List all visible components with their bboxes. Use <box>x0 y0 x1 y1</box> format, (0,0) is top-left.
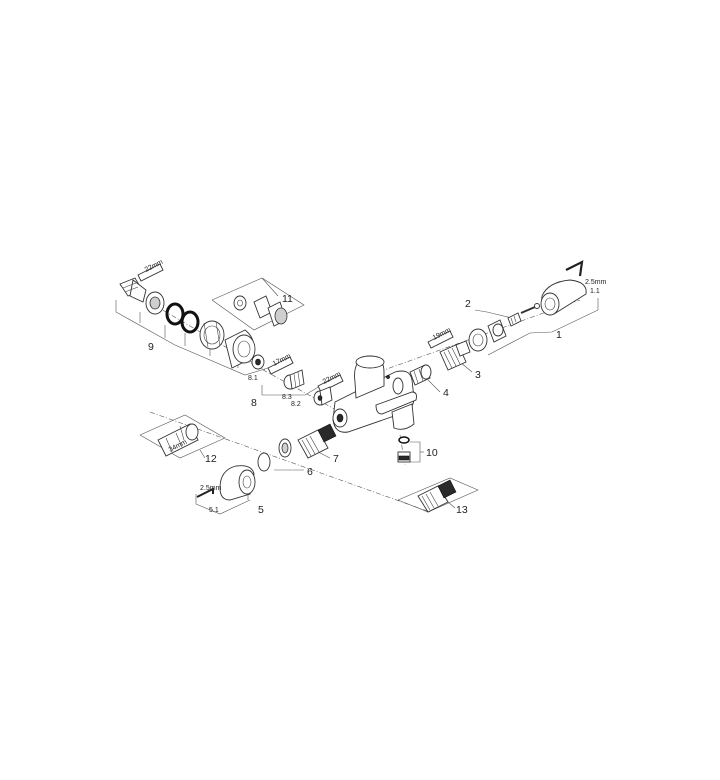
handle-part-1 <box>540 279 587 316</box>
callout-13: 13 <box>456 504 468 516</box>
callout-11: 11 <box>282 293 293 305</box>
sleeve-part-12 <box>157 423 199 457</box>
part-group-8: 8.1 17mm 8.3 8.2 22mm 8 <box>248 353 344 409</box>
part-group-9: 22mm 9 <box>115 259 269 376</box>
callout-8: 8 <box>251 397 257 409</box>
o-ring-part-9b <box>180 310 200 334</box>
part-group-13: 13 <box>397 477 479 516</box>
callout-1-1: 1.1 <box>590 288 600 295</box>
cartridge-part-9 <box>119 277 147 303</box>
mixer-body <box>332 355 417 433</box>
wrench-icon: 22mm <box>137 259 164 282</box>
callout-4: 4 <box>443 387 449 399</box>
collar-part-9 <box>199 320 225 350</box>
callout-5: 5 <box>258 504 264 516</box>
callout-1: 1 <box>556 329 562 341</box>
aerator-part-10 <box>397 451 411 463</box>
callout-12: 12 <box>205 453 217 465</box>
callout-5-1: 5.1 <box>209 507 219 514</box>
part-group-6: 6 <box>257 438 313 478</box>
callout-8-2: 8.2 <box>291 401 301 408</box>
handle-part-5 <box>219 465 256 501</box>
cartridge-part-3 <box>439 340 471 371</box>
hex-key-icon <box>196 487 214 498</box>
hex-key-icon <box>565 260 584 277</box>
callout-8-1: 8.1 <box>248 375 258 382</box>
part-group-3: 19mm 3 <box>427 327 481 381</box>
screw-part-1 <box>520 303 540 314</box>
washer-part-8-1 <box>251 354 265 370</box>
wrench-icon: 19mm <box>427 327 454 349</box>
part-group-10: 10 <box>397 436 438 463</box>
o-ring-part-10 <box>398 436 410 444</box>
callout-10: 10 <box>426 447 438 459</box>
cartridge-part-13 <box>417 479 457 513</box>
seal-part-4 <box>409 364 432 386</box>
callout-9: 9 <box>148 341 154 353</box>
part-group-4: 4 <box>409 364 449 399</box>
bushing-part-11 <box>253 295 288 327</box>
adapter-part-2 <box>487 319 507 343</box>
spindle-part-2 <box>507 312 522 327</box>
part-group-7: 7 <box>297 423 339 465</box>
callout-6: 6 <box>307 466 313 478</box>
hex-key-size-label: 2.5mm <box>200 485 222 492</box>
callout-8-3: 8.3 <box>282 394 292 401</box>
wrench-icon: 17mm <box>267 353 294 375</box>
part-group-1: 2.5mm 1.1 1 <box>487 260 607 356</box>
ring-part-6a <box>257 452 271 472</box>
o-ring-part-9a <box>165 302 185 326</box>
ring-part-11 <box>233 295 247 311</box>
nut-part-8-2 <box>313 386 333 406</box>
cartridge-part-7 <box>297 423 337 459</box>
part-group-2: 2 <box>465 298 522 352</box>
callout-2: 2 <box>465 298 471 310</box>
hex-key-size-label: 2.5mm <box>585 279 607 286</box>
part-group-11: 11 <box>211 277 305 331</box>
part-group-12: 34mm 12 <box>139 414 226 465</box>
callout-3: 3 <box>475 369 481 381</box>
callout-7: 7 <box>333 453 339 465</box>
fitting-part-8-3 <box>283 369 305 390</box>
part-group-5: 2.5mm 5.1 5 <box>195 465 264 516</box>
ring-part-2 <box>468 328 488 352</box>
sleeve-part-9 <box>224 329 256 369</box>
nut-part-9 <box>145 291 165 315</box>
